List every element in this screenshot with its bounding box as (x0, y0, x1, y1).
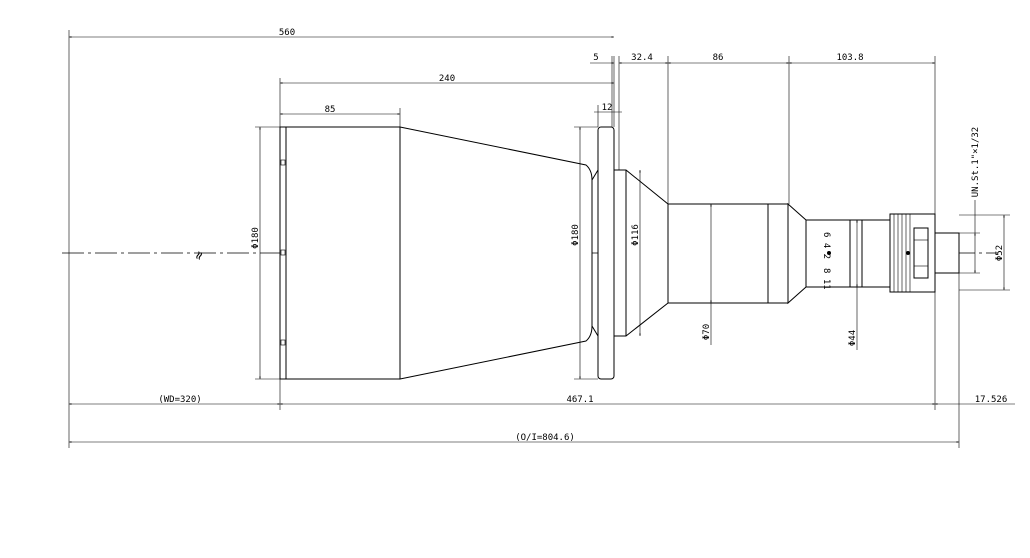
extension-lines (68, 30, 1010, 448)
focus-ring (805, 219, 891, 288)
front-barrel (279, 126, 401, 380)
dim-103-8: 103.8 (836, 53, 863, 63)
dia-neck-44: Φ44 (848, 330, 858, 346)
break-symbol: ≈ (190, 249, 208, 262)
thread-spec: UN.St.1"×1/32 (971, 127, 981, 197)
svg-text:8 11: 8 11 (821, 268, 831, 290)
lens-body: 6 4 2 8 11 (279, 126, 960, 380)
dia-cone-116: Φ116 (631, 224, 641, 246)
diameter-dimensions: Φ180 Φ180 Φ116 Φ70 Φ44 Φ52 UN.St.1"×1/32 (251, 127, 1005, 379)
dim-5: 5 (593, 53, 598, 63)
dim-12: 12 (602, 103, 613, 113)
horizontal-dimensions: 560 240 85 5 32.4 86 103.8 12 (WD=320) 4… (68, 28, 1015, 443)
dim-17-526: 17.526 (975, 395, 1008, 405)
dim-86: 86 (713, 53, 724, 63)
dia-barrel-70: Φ70 (702, 324, 712, 340)
dim-467-1: 467.1 (566, 395, 593, 405)
dia-front-180: Φ180 (251, 227, 261, 249)
svg-text:6 4 2: 6 4 2 (821, 232, 831, 259)
dia-flange-180: Φ180 (571, 224, 581, 246)
dim-wd: (WD=320) (158, 395, 201, 405)
flange (597, 126, 615, 380)
mid-cone (613, 169, 669, 337)
dim-85: 85 (325, 105, 336, 115)
dim-240: 240 (439, 74, 455, 84)
dia-mount-52: Φ52 (995, 245, 1005, 261)
barrel-70 (667, 203, 769, 304)
neck-taper (787, 202, 807, 305)
dim-oi: (O/I=804.6) (515, 433, 575, 443)
c-mount (934, 232, 960, 274)
cone-section (399, 126, 593, 380)
dim-32-4: 32.4 (631, 53, 653, 63)
dim-560: 560 (279, 28, 295, 38)
